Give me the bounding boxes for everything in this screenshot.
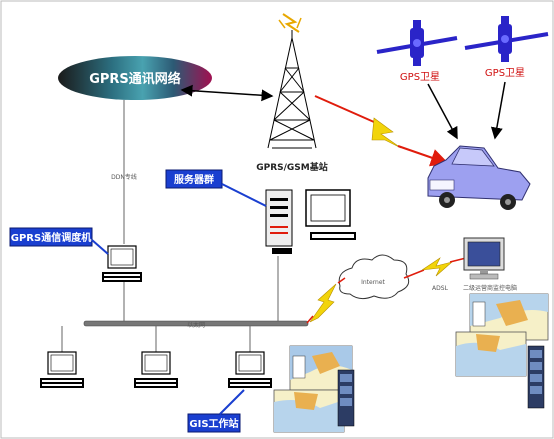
ddn-label: DDN专线 (111, 173, 137, 181)
gps-satellite-label-1: GPS卫星 (400, 71, 440, 83)
gis-workstation-callout: GIS工作站 (187, 389, 245, 433)
adsl-label: ADSL (432, 285, 449, 292)
server-icon (265, 189, 293, 254)
lightning-icon (371, 117, 402, 149)
car-icon (427, 145, 531, 210)
gis-map-thumbnail (289, 345, 353, 391)
gis-workstation-label: GIS工作站 (189, 417, 238, 430)
gps-satellite-icon (376, 20, 458, 66)
dispatcher-computer-icon (102, 245, 142, 282)
gprs-network-label: GPRS通讯网络 (89, 71, 181, 87)
gis-map-thumbnail (273, 389, 345, 433)
ethernet-bus (83, 320, 309, 327)
internet-label: Internet (361, 279, 385, 286)
internet-cloud-icon: Internet (338, 254, 410, 300)
gprs-dispatcher-label: GPRS通信调度机 (11, 231, 91, 244)
ethernet-label: 以太网 (187, 321, 205, 329)
server-cluster-label: 服务器群 (174, 173, 214, 186)
lightning-icon (309, 283, 337, 323)
server-cluster-callout: 服务器群 (165, 169, 267, 207)
terminal-computer-icon (134, 351, 178, 388)
gprs-dispatcher-callout: GPRS通信调度机 (9, 227, 109, 255)
server-monitor-icon (305, 189, 356, 240)
remote-monitor-label: 二级运营商监控电脑 (463, 284, 517, 292)
base-station-tower-icon (267, 30, 317, 149)
gps-satellite-icon (464, 16, 549, 62)
remote-monitor-icon (463, 237, 505, 280)
gprs-network-cloud: GPRS通讯网络 (58, 56, 212, 100)
base-station-label: GPRS/GSM基站 (256, 161, 328, 173)
gps-satellite-label-2: GPS卫星 (485, 67, 525, 79)
signal-icon (282, 13, 300, 33)
network-tower-link (180, 84, 274, 102)
gis-map-thumbnail (455, 331, 527, 377)
tower-car-link (397, 145, 449, 167)
terminal-computer-icon (40, 351, 84, 388)
terminal-computer-icon (228, 351, 272, 388)
lightning-icon (421, 257, 453, 277)
